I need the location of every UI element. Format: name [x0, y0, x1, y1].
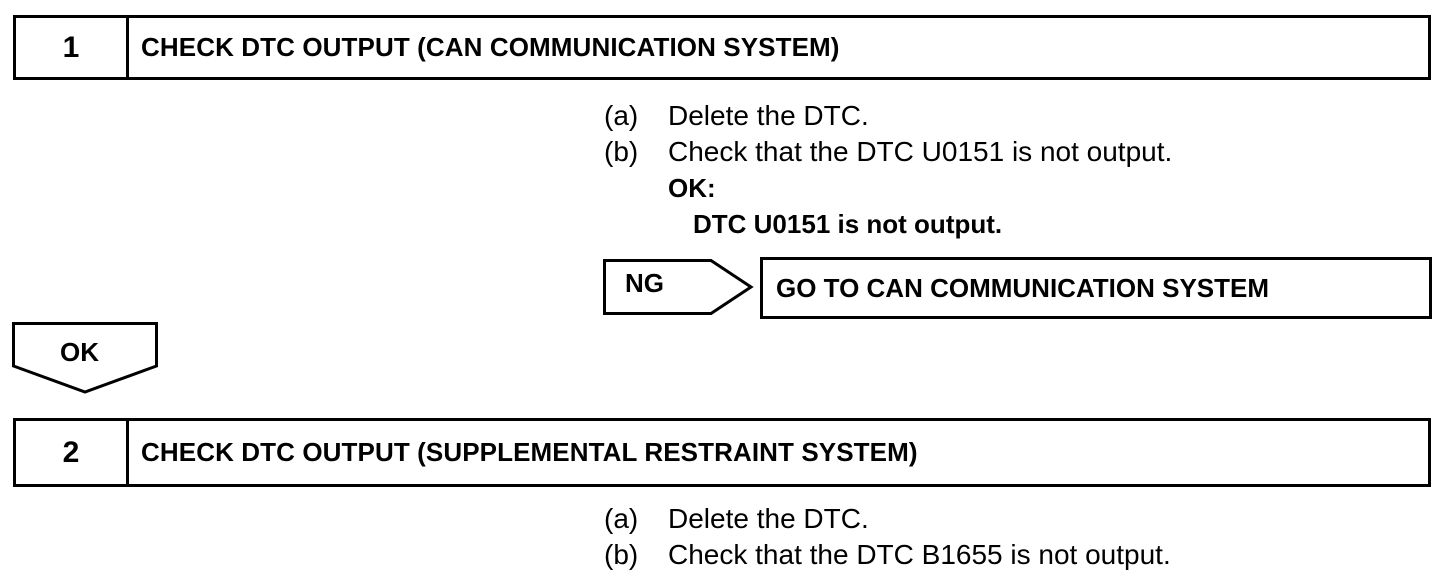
- step-1-item-a-label: (a): [604, 100, 639, 131]
- step-1-ok-text: DTC U0151 is not output.: [693, 209, 1003, 239]
- ng-arrow-icon: [603, 259, 754, 315]
- step-2-item-a-label: (a): [604, 503, 639, 534]
- ng-label: NG: [625, 268, 664, 298]
- goto-can-communication-box: GO TO CAN COMMUNICATION SYSTEM: [760, 257, 1432, 319]
- step-1-procedure: (a) Delete the DTC. (b) Check that the D…: [604, 98, 1172, 242]
- step-1-item-b-label: (b): [604, 136, 639, 167]
- step-2-item-b-text: Check that the DTC B1655 is not output.: [668, 539, 1171, 570]
- step-1-number: 1: [16, 18, 129, 77]
- step-1-ok-heading: OK:: [668, 173, 716, 203]
- goto-text: GO TO CAN COMMUNICATION SYSTEM: [776, 272, 1270, 303]
- step-1-item-b-text: Check that the DTC U0151 is not output.: [668, 136, 1173, 167]
- step-1-title: CHECK DTC OUTPUT (CAN COMMUNICATION SYST…: [141, 32, 840, 62]
- step-2-item-b: (b) Check that the DTC B1655 is not outp…: [604, 537, 1171, 573]
- step-2-title: CHECK DTC OUTPUT (SUPPLEMENTAL RESTRAINT…: [141, 437, 918, 467]
- step-2-number: 2: [16, 421, 129, 484]
- step-2-procedure: (a) Delete the DTC. (b) Check that the D…: [604, 501, 1171, 573]
- step-1-item-a-text: Delete the DTC.: [668, 100, 869, 131]
- step-1-header: 1 CHECK DTC OUTPUT (CAN COMMUNICATION SY…: [13, 15, 1431, 80]
- step-2-header: 2 CHECK DTC OUTPUT (SUPPLEMENTAL RESTRAI…: [13, 418, 1431, 487]
- ok-arrow-label: OK: [60, 337, 99, 367]
- step-2-item-a-text: Delete the DTC.: [668, 503, 869, 534]
- step-2-item-a: (a) Delete the DTC.: [604, 501, 1171, 537]
- step-2-item-b-label: (b): [604, 539, 639, 570]
- step-1-item-b: (b) Check that the DTC U0151 is not outp…: [604, 134, 1172, 170]
- step-1-item-a: (a) Delete the DTC.: [604, 98, 1172, 134]
- ok-down-arrow-icon: [12, 322, 158, 394]
